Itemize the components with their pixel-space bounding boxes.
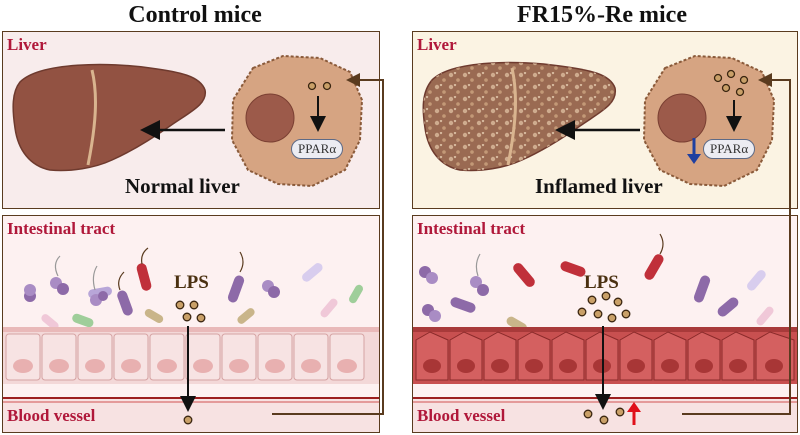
left-lps-label: LPS (174, 272, 209, 293)
left-bacteria-group (24, 247, 363, 330)
left-blood-lps-particle (183, 415, 193, 425)
left-panel-title: Control mice (128, 2, 262, 28)
right-panel-title: FR15%-Re mice (517, 2, 687, 28)
right-bacteria-group (419, 233, 774, 333)
right-gut-label: Intestinal tract (417, 219, 526, 238)
right-liver-caption: Inflamed liver (535, 174, 663, 198)
right-vessel-label: Blood vessel (417, 406, 506, 425)
ppar-down-arrow-icon (687, 138, 701, 164)
left-lps-particles (175, 300, 206, 323)
right-lps-particles (577, 291, 631, 323)
lps-up-arrow-icon (627, 402, 641, 425)
right-liver-label: Liver (417, 35, 457, 54)
left-portal-return-line (272, 73, 384, 415)
right-intestinal-epithelium (413, 327, 797, 384)
left-normal-liver-organ (12, 63, 206, 172)
left-ppar-gene-label: PPARα (291, 139, 344, 159)
left-hepatocyte-cell (230, 54, 364, 188)
right-ppar-gene-label: PPARα (703, 139, 756, 159)
right-lps-label: LPS (584, 272, 619, 293)
left-vessel-label: Blood vessel (7, 406, 96, 425)
left-intestinal-epithelium (3, 327, 379, 384)
right-portal-return-line (682, 73, 791, 415)
right-inflamed-liver-organ (422, 61, 616, 172)
left-liver-label: Liver (7, 35, 47, 54)
right-hepatocyte-cell (642, 54, 776, 188)
left-gut-label: Intestinal tract (7, 219, 116, 238)
right-blood-lps-particles (583, 407, 625, 425)
left-liver-caption: Normal liver (125, 174, 240, 198)
